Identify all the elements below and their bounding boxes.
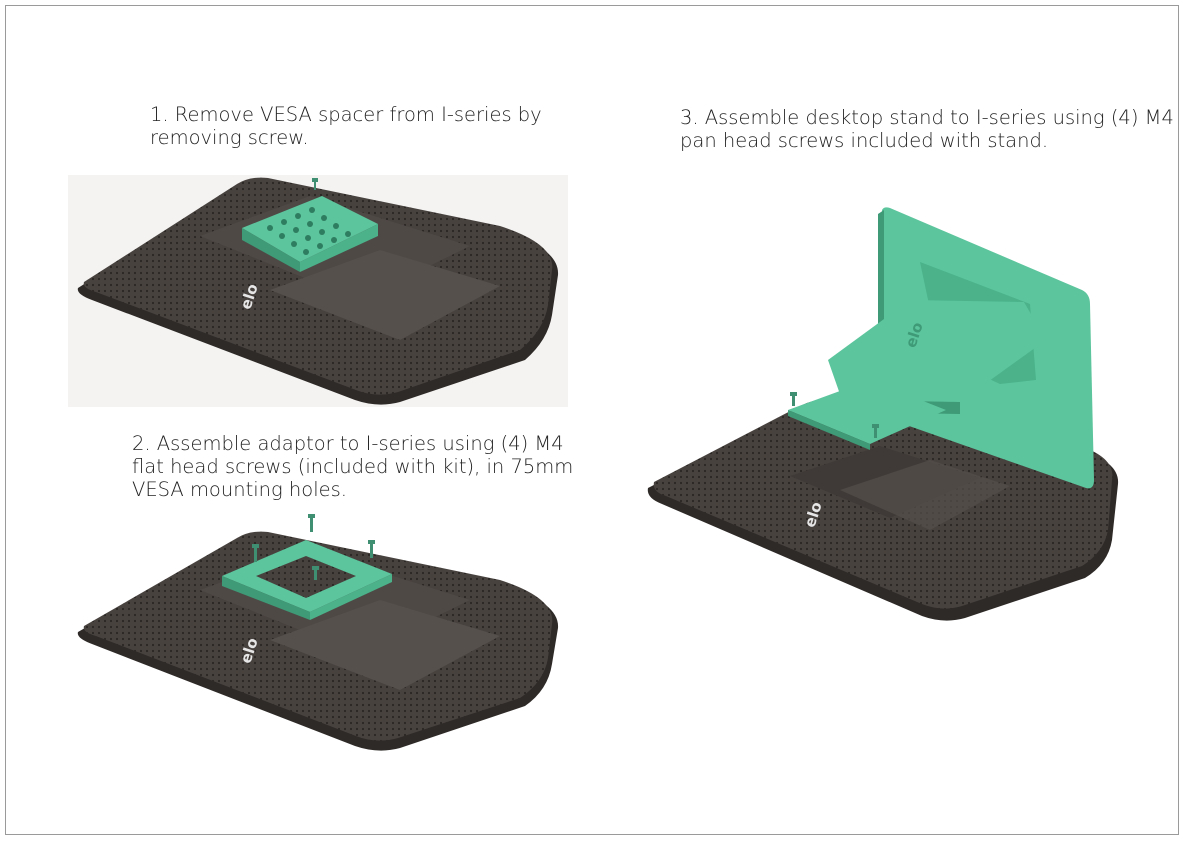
step-1-line-2: removing screw. — [150, 126, 309, 149]
step-3-line-2: pan head screws included with stand. — [680, 129, 1049, 152]
stand-screws — [790, 392, 879, 438]
screw-1 — [312, 178, 318, 190]
page-frame — [5, 5, 1179, 835]
vesa-spacer — [242, 196, 378, 272]
vesa-adaptor — [222, 540, 392, 620]
step-2-line-1: 2. Assemble adaptor to I-series using (4… — [132, 432, 564, 455]
adaptor-screws — [252, 514, 375, 580]
step-3-instruction: 3. Assemble desktop stand to I-series us… — [680, 106, 1174, 152]
desktop-stand: elo — [788, 207, 1094, 489]
step-1-instruction: 1. Remove VESA spacer from I-series by r… — [150, 103, 570, 149]
step-2-line-2: flat head screws (included with kit), in… — [132, 455, 574, 478]
step-2-instruction: 2. Assemble adaptor to I-series using (4… — [132, 432, 574, 501]
step-3-line-1: 3. Assemble desktop stand to I-series us… — [680, 106, 1174, 129]
step-1-line-1: 1. Remove VESA spacer from I-series by — [150, 103, 542, 126]
step-2-line-3: VESA mounting holes. — [132, 478, 347, 501]
